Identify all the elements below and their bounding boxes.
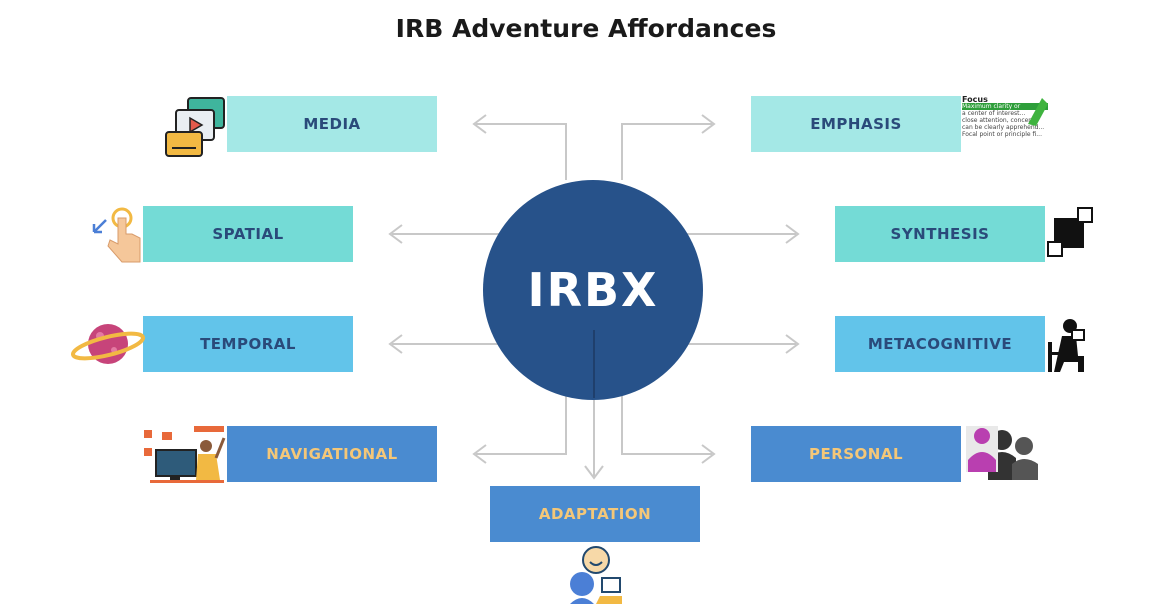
node-synthesis: SYNTHESIS xyxy=(835,206,1045,262)
video-player-icon xyxy=(165,97,225,157)
thinking-person-icon xyxy=(570,546,622,604)
planet-icon xyxy=(71,324,145,364)
connector-personal xyxy=(621,396,712,455)
node-media: MEDIA xyxy=(227,96,437,152)
connector-emphasis xyxy=(621,123,712,180)
touch-gesture-icon xyxy=(92,207,141,263)
node-navigational: NAVIGATIONAL xyxy=(227,426,437,482)
hub-circle: IRBX xyxy=(483,180,703,400)
connector-media xyxy=(476,123,567,180)
overlapping-squares-icon xyxy=(1047,207,1093,257)
people-group-icon xyxy=(966,426,1038,480)
node-personal: PERSONAL xyxy=(751,426,961,482)
node-temporal: TEMPORAL xyxy=(143,316,353,372)
node-adaptation: ADAPTATION xyxy=(490,486,700,542)
diagram-title: IRB Adventure Affordances xyxy=(395,14,777,43)
node-metacognitive: METACOGNITIVE xyxy=(835,316,1045,372)
connector-navigational xyxy=(476,396,567,455)
node-emphasis: EMPHASIS xyxy=(751,96,961,152)
person-at-computer-icon xyxy=(144,426,226,483)
reading-person-icon xyxy=(1048,319,1085,372)
node-spatial: SPATIAL xyxy=(143,206,353,262)
highlighted-text-icon: Focus Maximum clarity or a center of int… xyxy=(962,96,1048,150)
